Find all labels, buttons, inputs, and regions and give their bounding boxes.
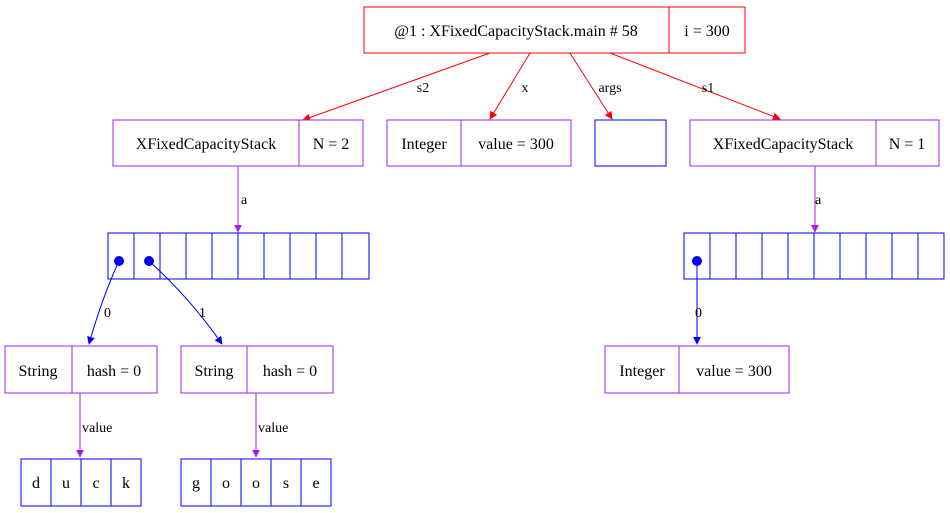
char-cell: g — [192, 475, 200, 492]
stack1-field: N = 1 — [889, 136, 926, 153]
char-cell: s — [283, 475, 289, 492]
string1-type: String — [194, 363, 233, 380]
char-cell: k — [122, 475, 130, 492]
integer-x-node: Integer value = 300 — [386, 119, 572, 167]
char-cell: d — [32, 475, 40, 492]
edge-idx1-left — [148, 260, 223, 345]
frame-title: @1 : XFixedCapacityStack.main # 58 — [394, 23, 638, 40]
stack2-field: N = 2 — [313, 136, 350, 153]
edge-label-s1: s1 — [702, 81, 714, 96]
edge-label-value-duck: value — [82, 421, 112, 436]
frame-field: i = 300 — [684, 23, 729, 40]
integer-x-type: Integer — [401, 136, 447, 153]
edge-label-idx0-left: 0 — [104, 306, 111, 321]
char-cell: o — [252, 475, 260, 492]
integer-item-field: value = 300 — [696, 363, 772, 380]
integer-x-field: value = 300 — [478, 136, 554, 153]
string0-node: String hash = 0 — [4, 345, 158, 394]
stack1-type: XFixedCapacityStack — [713, 136, 853, 153]
stack2-type: XFixedCapacityStack — [136, 136, 276, 153]
integer-item-node: Integer value = 300 — [604, 345, 790, 394]
string0-field: hash = 0 — [87, 363, 141, 380]
string1-node: String hash = 0 — [180, 345, 334, 394]
char-array-goose: g o o s e — [180, 458, 332, 507]
edge-idx0-left — [87, 260, 120, 345]
edge-label-args: args — [598, 81, 621, 96]
edge-label-idx0-right: 0 — [695, 306, 702, 321]
char-array-duck: d u c k — [20, 458, 142, 507]
frame-edges: s2 x args s1 — [302, 52, 781, 122]
edge-x — [489, 52, 531, 120]
frame-node: @1 : XFixedCapacityStack.main # 58 i = 3… — [363, 6, 746, 54]
edge-label-s2: s2 — [417, 81, 429, 96]
char-cell: o — [222, 475, 230, 492]
stack1-node: XFixedCapacityStack N = 1 — [689, 119, 940, 167]
edge-label-a-right: a — [815, 193, 822, 208]
string0-type: String — [18, 363, 57, 380]
string1-field: hash = 0 — [263, 363, 317, 380]
edge-label-x: x — [522, 81, 529, 96]
edge-s2 — [302, 52, 491, 122]
array-left — [107, 232, 370, 280]
stack2-node: XFixedCapacityStack N = 2 — [112, 119, 364, 167]
edge-s1 — [609, 52, 781, 121]
edge-label-idx1-left: 1 — [199, 306, 206, 321]
edge-label-value-goose: value — [258, 421, 288, 436]
char-cell: e — [312, 475, 319, 492]
array-right — [683, 232, 945, 280]
integer-item-type: Integer — [619, 363, 665, 380]
char-cell: c — [92, 475, 99, 492]
edge-args — [569, 52, 613, 120]
char-cell: u — [62, 475, 70, 492]
args-array-node — [594, 119, 667, 167]
edge-label-a-left: a — [241, 193, 248, 208]
